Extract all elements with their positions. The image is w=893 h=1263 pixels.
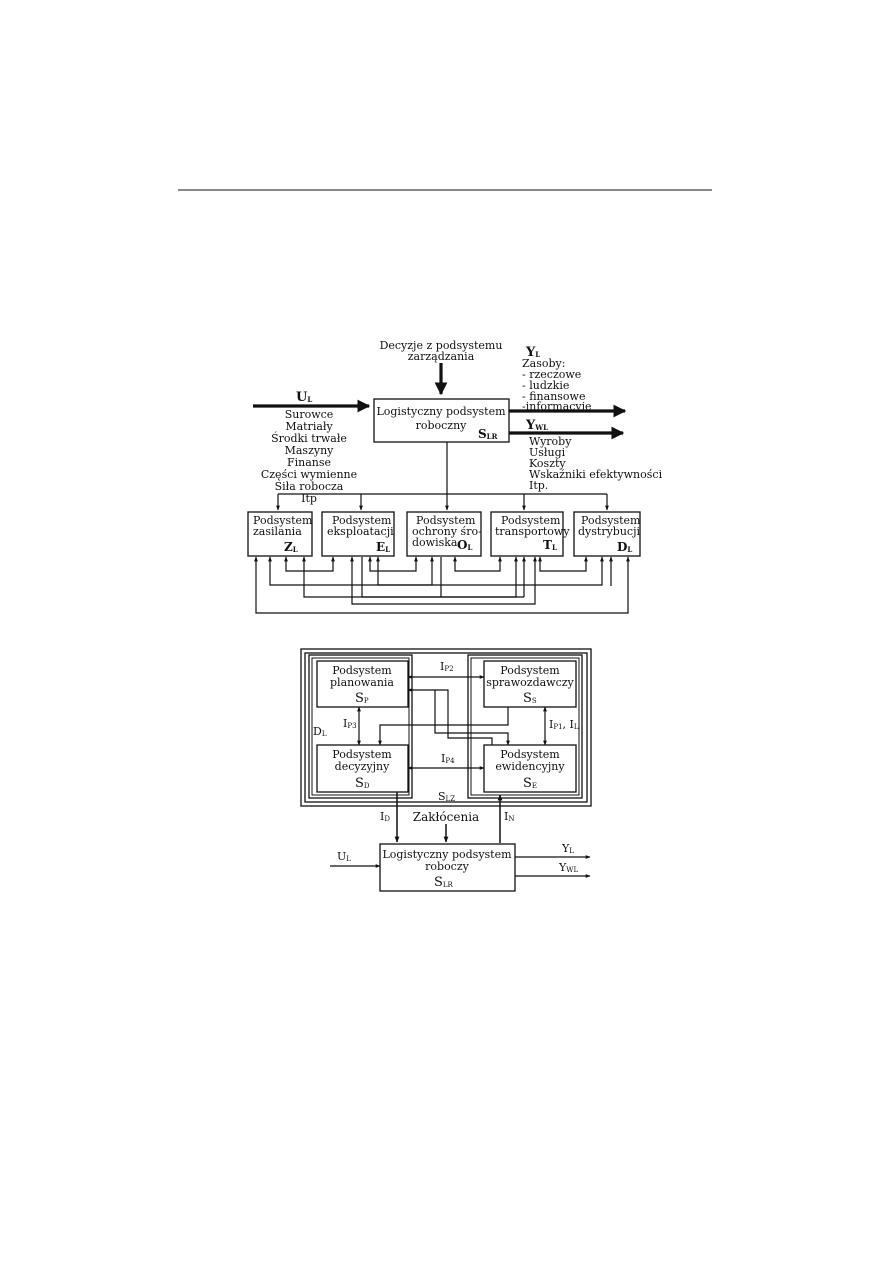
ywl-list: Wyroby Usługi Koszty Wskaźniki efektywno…	[529, 435, 663, 492]
sp-label: planowania	[330, 676, 394, 689]
group-dl-inner	[311, 657, 410, 796]
ss-label: sprawozdawczy	[486, 676, 574, 689]
sd-symbol: SD	[355, 776, 370, 791]
decisions-label-line2: zarządzania	[408, 350, 475, 363]
subsystem-label: Podsystem	[581, 514, 641, 527]
slr-bottom-symbol: SLR	[434, 875, 454, 890]
inner-frame	[304, 652, 588, 803]
subsystem-symbol: EL	[376, 540, 390, 554]
ul-item: Surowce	[285, 408, 334, 421]
yl-item: - rzeczowe	[522, 368, 581, 381]
ul-item: Finanse	[287, 456, 331, 469]
group-right	[467, 654, 583, 799]
subsystem-label: Podsystem	[416, 514, 476, 527]
subsystem-label: zasilania	[253, 525, 302, 538]
yl-output-label: YL	[561, 842, 574, 855]
ul-input-label: UL	[337, 850, 351, 863]
ywl-item: Usługi	[529, 446, 566, 459]
subsystem-label: Podsystem	[501, 514, 561, 527]
slr-symbol: SLR	[478, 427, 498, 441]
subsystem-label: dowiska	[412, 536, 458, 549]
cross-line-sp-to-se	[434, 690, 510, 746]
subsystem-symbol: OL	[457, 538, 472, 552]
ywl-item: Wskaźniki efektywności	[529, 468, 663, 481]
subsystem-label: ochrony śro-	[412, 525, 482, 538]
outer-frame	[300, 648, 592, 807]
sp-symbol: SP	[355, 691, 369, 706]
yl-list: Zasoby: - rzeczowe - ludzkie - finansowe…	[522, 357, 592, 413]
yl-item: - ludzkie	[522, 379, 569, 392]
subsystem-zasilania: Podsystem zasilania ZL	[247, 511, 313, 557]
interconnection-network	[254, 556, 630, 614]
ul-item: Itp	[301, 492, 317, 505]
ywl-item: Itp.	[529, 479, 548, 492]
decisions-label-line1: Decyzje z podsystemu	[380, 339, 503, 352]
cross-line-se-to-sp	[407, 688, 493, 745]
ip3-label: IP3	[343, 717, 357, 730]
sd-box	[316, 744, 409, 793]
subsystem-symbol: TL	[543, 538, 557, 552]
slr-box	[373, 398, 510, 443]
slr-title-line2: roboczny	[416, 419, 468, 432]
subsystem-symbol: ZL	[284, 540, 298, 554]
sd-label: Podsystem	[332, 748, 392, 761]
ul-item: Części wymienne	[261, 468, 357, 481]
sp-label: Podsystem	[332, 664, 392, 677]
ul-item: Maszyny	[285, 444, 335, 457]
se-label: ewidencyjny	[495, 760, 565, 773]
ywl-symbol: YWL	[525, 418, 548, 433]
ul-symbol: UL	[296, 390, 312, 405]
ip1-label: IP1, IL	[549, 718, 579, 731]
subsystem-label: Podsystem	[332, 514, 392, 527]
diagram-1: Decyzje z podsystemu zarządzania Logisty…	[247, 339, 663, 614]
slr-title-line1: Logistyczny podsystem	[376, 405, 506, 418]
subsystem-label: transportowy	[495, 525, 570, 538]
subsystem-label: eksploatacji	[327, 525, 394, 538]
ul-item: Matriały	[285, 420, 333, 433]
subsystem-dystrybucji: Podsystem dystrybucji DL	[573, 511, 641, 557]
dl-label: DL	[313, 725, 327, 738]
ss-box	[483, 660, 577, 708]
sd-label: decyzyjny	[335, 760, 390, 773]
diagram-2: Podsystem planowania SP Podsystem sprawo…	[300, 648, 592, 892]
ip4-label: IP4	[441, 752, 455, 765]
ywl-output-label: YWL	[558, 861, 578, 874]
se-box	[483, 744, 577, 793]
ywl-item: Wyroby	[529, 435, 572, 448]
group-dl	[308, 654, 413, 799]
cross-line-ss-to-sd	[378, 707, 509, 746]
slr-bottom-label: roboczy	[425, 860, 470, 873]
subsystem-transportowy: Podsystem transportowy TL	[490, 511, 570, 557]
group-right-inner	[470, 657, 580, 796]
yl-item: - finansowe	[522, 390, 585, 403]
sp-box	[316, 660, 409, 708]
subsystem-label: Podsystem	[253, 514, 313, 527]
subsystem-symbol: DL	[617, 540, 632, 554]
disturbances-label: Zakłócenia	[413, 810, 479, 824]
id-label: ID	[380, 810, 390, 823]
subsystem-label: dystrybucji	[578, 525, 640, 538]
ss-symbol: SS	[523, 691, 537, 706]
ul-list: Surowce Matriały Środki trwałe Maszyny F…	[261, 408, 357, 505]
subsystem-ochrony: Podsystem ochrony śro- dowiska OL	[406, 511, 482, 557]
subsystem-eksploatacji: Podsystem eksploatacji EL	[321, 511, 395, 557]
ip2-label: IP2	[440, 660, 454, 673]
in-label: IN	[504, 810, 514, 823]
slz-label: SLZ	[438, 790, 455, 803]
slr-bottom-box	[379, 843, 516, 892]
ul-item: Siła robocza	[275, 480, 344, 493]
ss-label: Podsystem	[500, 664, 560, 677]
yl-item: Zasoby:	[522, 357, 565, 370]
slr-bottom-label: Logistyczny podsystem	[382, 848, 512, 861]
ywl-item: Koszty	[529, 457, 566, 470]
yl-symbol: YL	[525, 345, 540, 360]
se-label: Podsystem	[500, 748, 560, 761]
se-symbol: SE	[523, 776, 537, 791]
ul-item: Środki trwałe	[271, 431, 347, 445]
